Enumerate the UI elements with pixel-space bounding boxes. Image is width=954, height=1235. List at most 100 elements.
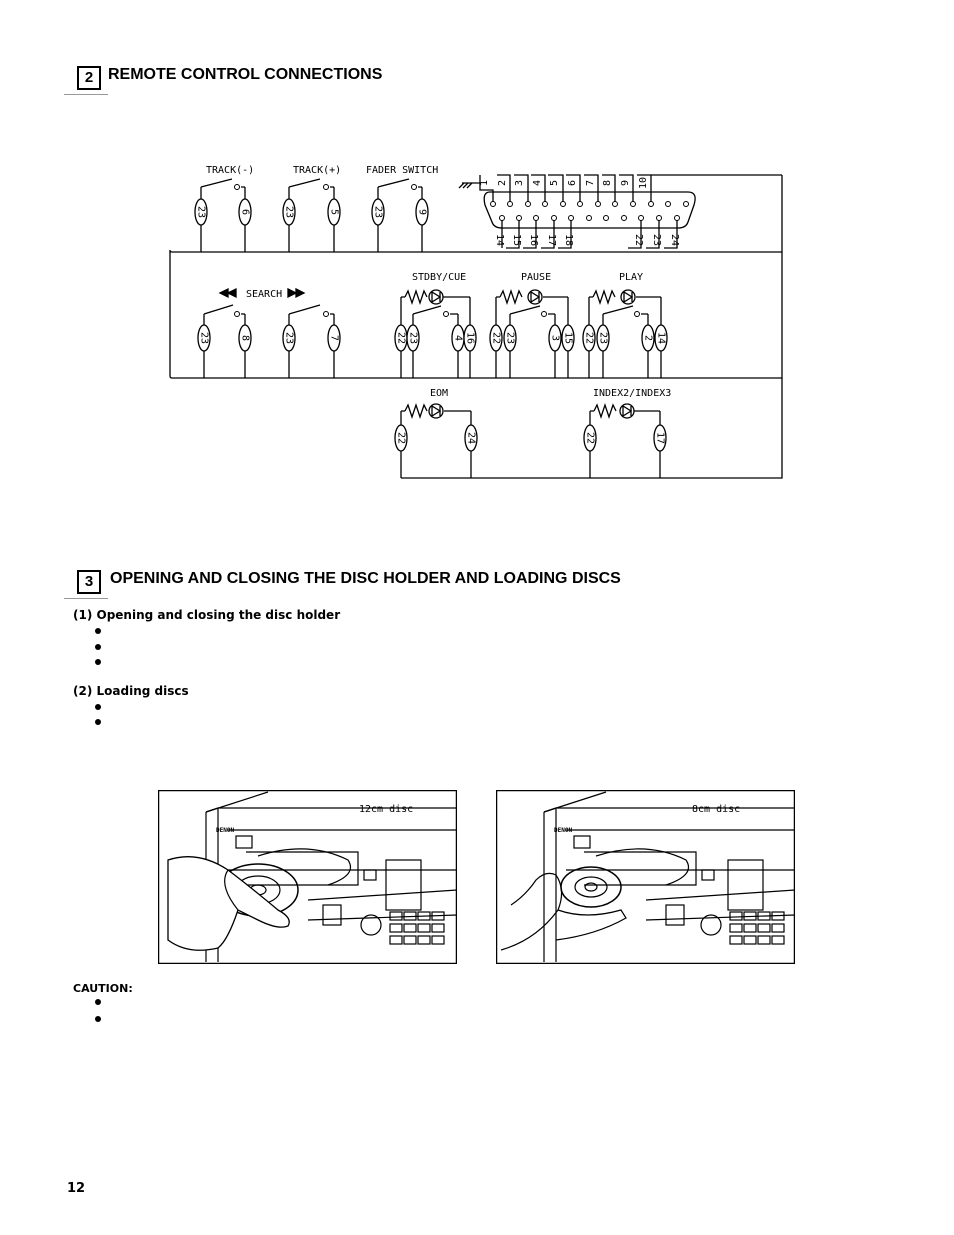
label-track-plus: TRACK(+) (293, 165, 341, 176)
svg-text:23: 23 (196, 206, 207, 218)
connector-pin-label: 24 (669, 234, 680, 246)
section-2-number-box: 2 (77, 66, 101, 90)
label-stdby-cue: STDBY/CUE (412, 272, 466, 283)
svg-text:5: 5 (329, 209, 340, 215)
section-3-number: 3 (84, 573, 94, 590)
pin-oval: 2 (641, 324, 655, 352)
photo1-caption: 12cm disc (359, 804, 413, 815)
pin-oval: 22 (394, 324, 408, 352)
pin-oval: 23 (194, 198, 208, 226)
pin-oval: 23 (503, 324, 517, 352)
svg-text:15: 15 (563, 332, 574, 344)
subheading-loading-discs: (2) Loading discs (73, 684, 189, 698)
pin-oval: 16 (463, 324, 477, 352)
connector-pin-label: 8 (602, 180, 613, 186)
pin-oval: 17 (653, 424, 667, 452)
section-2-rule (64, 94, 108, 95)
pin-oval: 23 (371, 198, 385, 226)
svg-text:7: 7 (329, 335, 340, 341)
connector-pin-label: 10 (638, 177, 649, 189)
svg-text:23: 23 (505, 332, 516, 344)
svg-text:14: 14 (656, 332, 667, 344)
bullet (95, 644, 101, 650)
connector-pin-label: 18 (563, 234, 574, 246)
label-play: PLAY (619, 272, 643, 283)
caution-heading: CAUTION: (73, 982, 133, 995)
pin-oval: 5 (327, 198, 341, 226)
connector-pin-label: 7 (585, 180, 596, 186)
section-2-number: 2 (84, 69, 94, 86)
svg-text:6: 6 (240, 209, 251, 215)
connector-pin-label: 23 (651, 234, 662, 246)
pin-oval: 23 (282, 324, 296, 352)
svg-text:23: 23 (598, 332, 609, 344)
connector-pin-label: 14 (494, 234, 505, 246)
connector-pin-label: 15 (511, 234, 522, 246)
svg-text:23: 23 (373, 206, 384, 218)
photo-12cm-disc: DENON 12cm disc (158, 790, 457, 964)
pin-oval: 4 (451, 324, 465, 352)
bullet (95, 628, 101, 634)
pin-oval: 8 (238, 324, 252, 352)
connector-pin-label: 22 (633, 234, 644, 246)
pin-oval: 22 (489, 324, 503, 352)
pin-oval: 22 (394, 424, 408, 452)
label-search: SEARCH (246, 289, 282, 300)
svg-text:23: 23 (408, 332, 419, 344)
pin-oval: 14 (654, 324, 668, 352)
connector-pin-label: 5 (549, 180, 560, 186)
svg-text:9: 9 (417, 209, 428, 215)
pin-oval: 24 (464, 424, 478, 452)
svg-text:23: 23 (284, 206, 295, 218)
page-number: 12 (67, 1181, 86, 1196)
connector-pin-label: 6 (567, 180, 578, 186)
section-3-rule (64, 598, 108, 599)
section-3-title: OPENING AND CLOSING THE DISC HOLDER AND … (110, 570, 621, 587)
svg-text:22: 22 (584, 332, 595, 344)
pin-oval: 23 (406, 324, 420, 352)
svg-text:23: 23 (284, 332, 295, 344)
pin-oval: 22 (582, 324, 596, 352)
svg-text:8: 8 (240, 335, 251, 341)
bullet (95, 659, 101, 665)
connector-pin-label: 2 (497, 180, 508, 186)
pin-oval: 15 (561, 324, 575, 352)
pin-oval: 23 (596, 324, 610, 352)
section-3-number-box: 3 (77, 570, 101, 594)
pin-oval: 6 (238, 198, 252, 226)
connector-pin-label: 3 (514, 180, 525, 186)
label-track-minus: TRACK(-) (206, 165, 254, 176)
svg-text:17: 17 (655, 432, 666, 444)
connector-pin-label: 17 (546, 234, 557, 246)
connector-pin-label: 16 (528, 234, 539, 246)
bullet (95, 704, 101, 710)
bullet (95, 999, 101, 1005)
photo2-caption: 8cm disc (692, 804, 740, 815)
label-fader-switch: FADER SWITCH (366, 165, 438, 176)
pin-oval: 3 (548, 324, 562, 352)
label-eom: EOM (430, 388, 448, 399)
pin-oval: 23 (282, 198, 296, 226)
photo-8cm-disc: DENON 8cm disc (496, 790, 795, 964)
svg-text:22: 22 (396, 432, 407, 444)
svg-text:16: 16 (465, 332, 476, 344)
connector-pin-label: 4 (532, 180, 543, 186)
svg-text:2: 2 (643, 335, 654, 341)
pin-oval: 9 (415, 198, 429, 226)
svg-text:22: 22 (396, 332, 407, 344)
label-index: INDEX2/INDEX3 (593, 388, 671, 399)
svg-text:4: 4 (453, 335, 464, 341)
pin-oval: 23 (197, 324, 211, 352)
connector-pin-label: 1 (479, 180, 490, 186)
pin-oval: 22 (583, 424, 597, 452)
svg-text:23: 23 (199, 332, 210, 344)
bullet (95, 719, 101, 725)
photo2-brand: DENON (554, 827, 572, 834)
bullet (95, 1016, 101, 1022)
pin-oval: 7 (327, 324, 341, 352)
subheading-open-close: (1) Opening and closing the disc holder (73, 608, 341, 622)
svg-text:24: 24 (466, 432, 477, 444)
photo1-brand: DENON (216, 827, 234, 834)
svg-text:3: 3 (550, 335, 561, 341)
